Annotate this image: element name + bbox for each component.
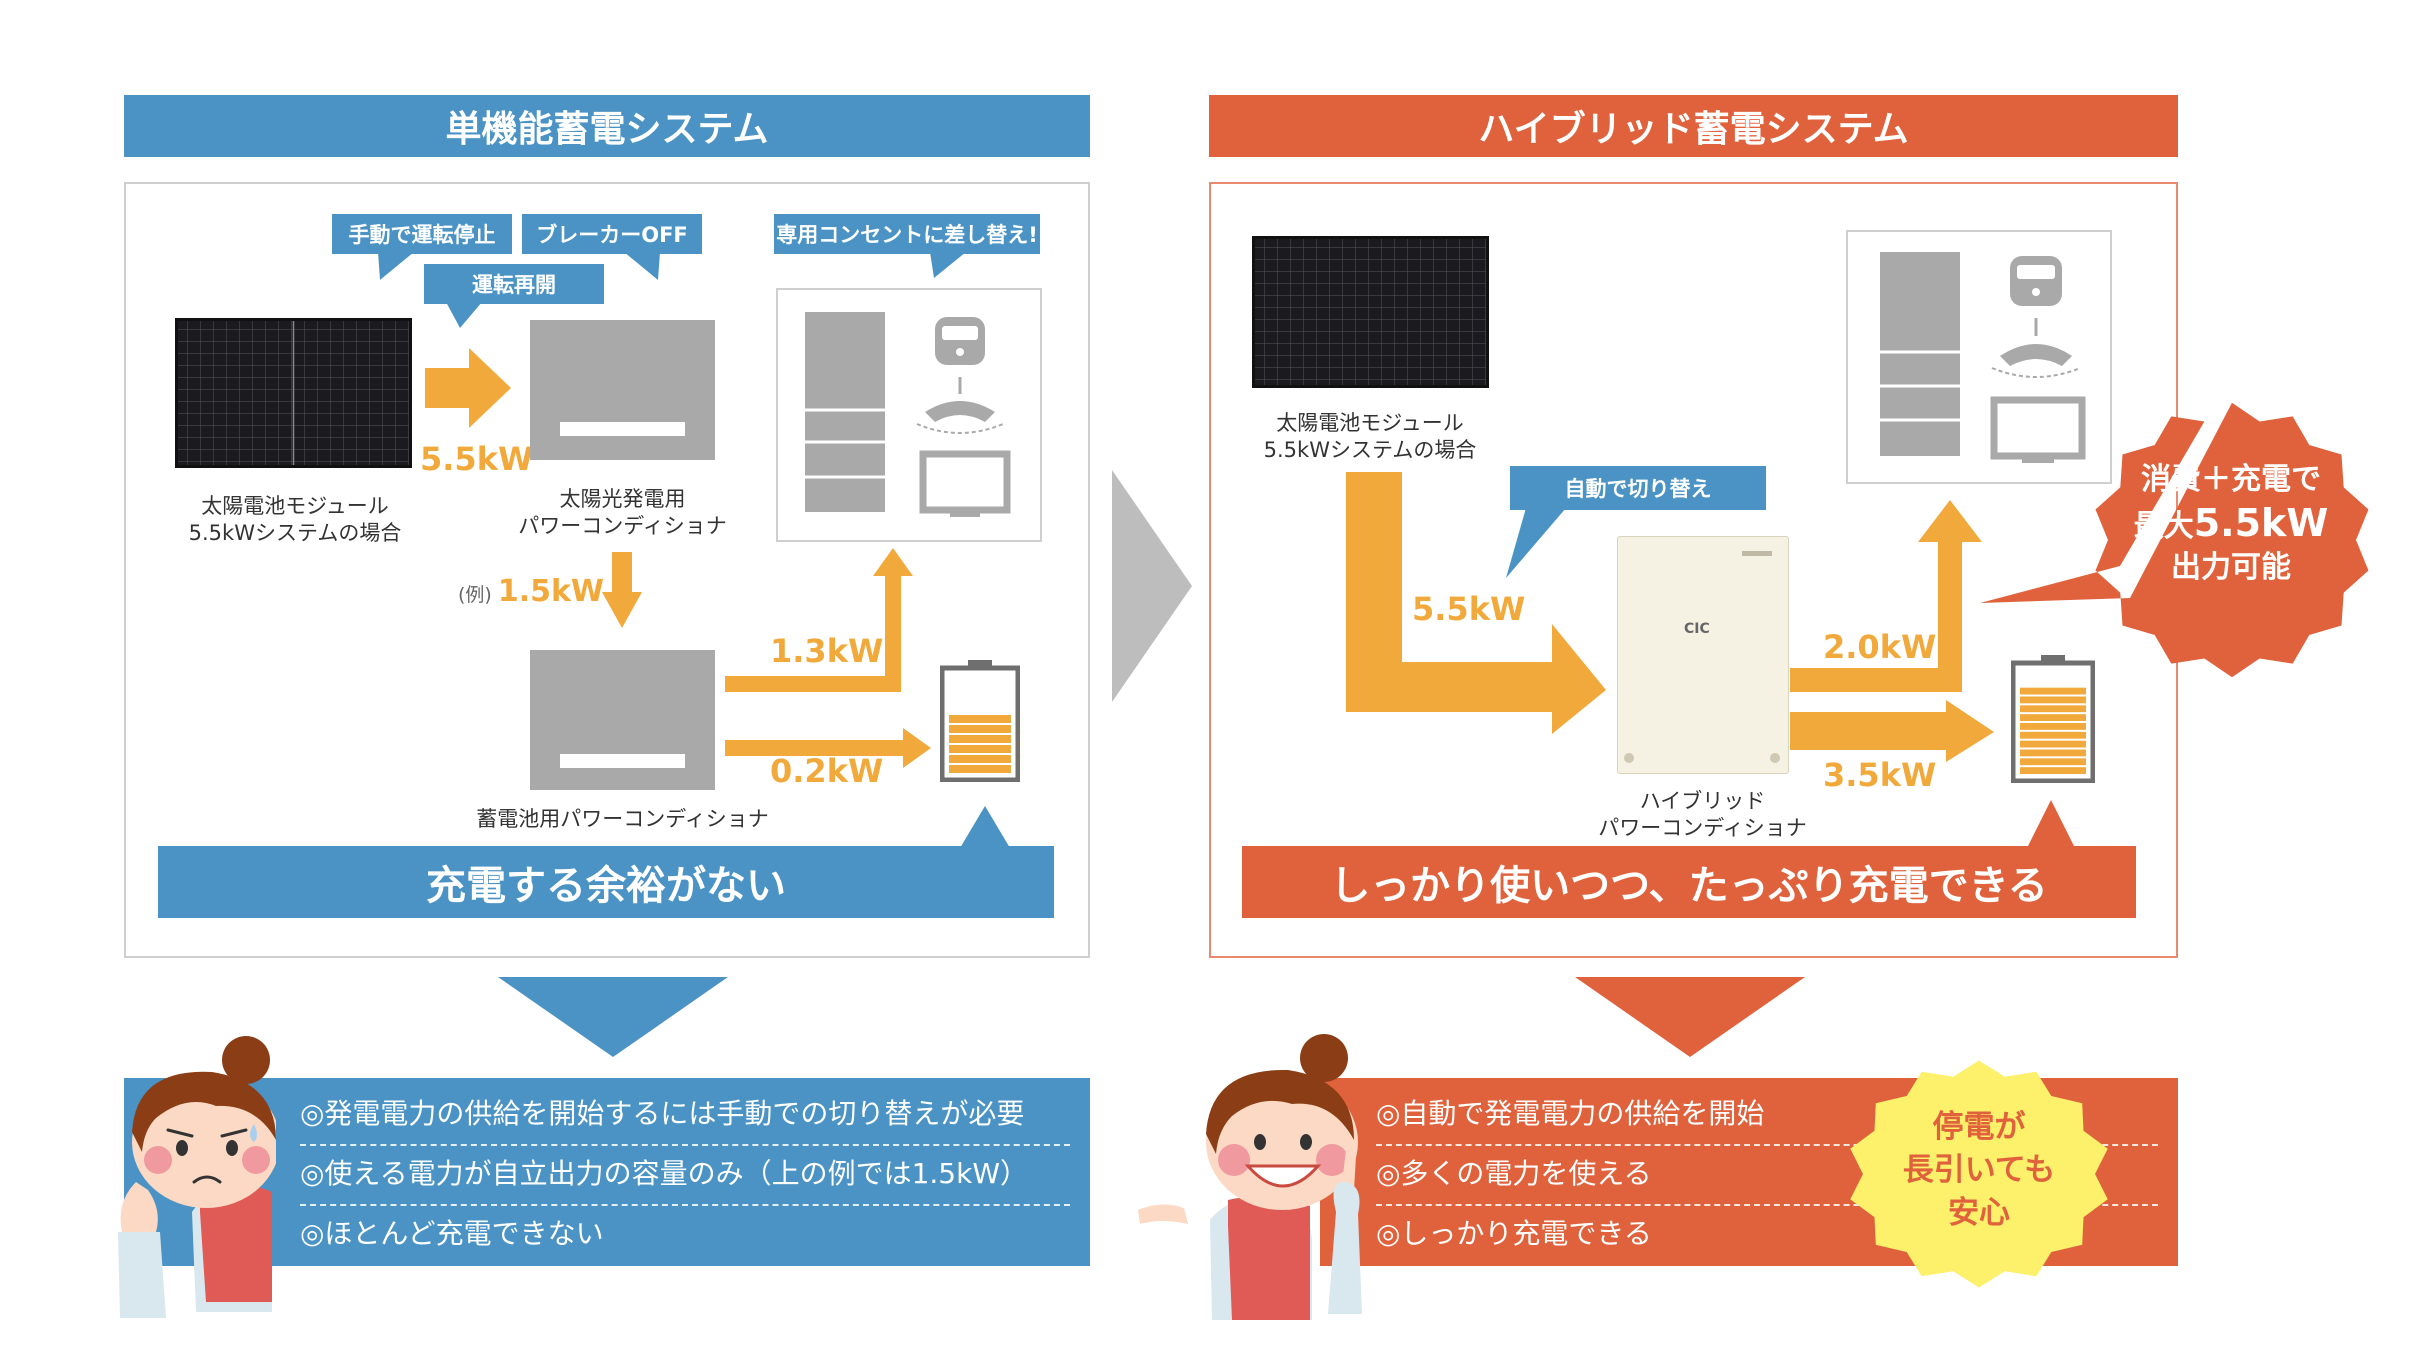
left-points-block: ◎発電電力の供給を開始するには手動での切り替えが必要 ◎使える電力が自立出力の容… <box>124 1078 1090 1266</box>
battery-charge-segment <box>949 765 1011 773</box>
left-solar-caption: 太陽電池モジュール 5.5kWシステムの場合 <box>188 494 402 546</box>
battery-charge-segment <box>2020 705 2086 713</box>
right-result-banner: しっかり使いつつ、たっぷり充電できる <box>1242 846 2136 918</box>
right-point-2: ◎多くの電力を使える <box>1376 1157 1652 1190</box>
left-down-arrow <box>602 552 642 628</box>
tag-auto-switch: 自動で切り替え <box>1510 466 1766 510</box>
left-example-output: (例)1.5kW <box>458 574 605 609</box>
tag-restart-pointer <box>446 302 482 328</box>
yellow-reassurance-burst <box>1850 1060 2108 1288</box>
tag-manual-stop-pointer <box>378 252 414 280</box>
left-point-2: ◎使える電力が自立出力の容量のみ（上の例では1.5kW） <box>300 1157 1029 1190</box>
left-solar-arrow <box>425 348 511 428</box>
burst-text: 消費＋充電で 最大5.5kW 出力可能 <box>2133 462 2329 586</box>
battery-charge-segment <box>2020 740 2086 748</box>
left-kw-battery: 0.2kW <box>770 752 884 790</box>
right-kw-appliances: 2.0kW <box>1823 628 1937 666</box>
right-banner-pointer <box>2026 800 2076 850</box>
left-panel-title: 単機能蓄電システム <box>124 95 1090 157</box>
tag-breaker-off: ブレーカーOFF <box>522 214 702 254</box>
right-point-3: ◎しっかり充電できる <box>1376 1217 1652 1250</box>
battery-charge-segment <box>2020 731 2086 739</box>
battery-charge-segment <box>949 735 1011 743</box>
right-solar-arrow <box>1346 472 1606 734</box>
right-kw-solar: 5.5kW <box>1412 590 1526 628</box>
right-kw-battery: 3.5kW <box>1823 756 1937 794</box>
left-result-banner: 充電する余裕がない <box>158 846 1054 918</box>
solar-power-conditioner <box>530 320 715 460</box>
battery-charge-segment <box>2020 767 2086 774</box>
left-battery-icon <box>940 660 1020 782</box>
hybrid-pcs-caption: ハイブリッド パワーコンディショナ <box>1598 789 1807 841</box>
right-solar-panel-icon <box>1252 236 1489 388</box>
right-point-1: ◎自動で発電電力の供給を開始 <box>1376 1097 1765 1130</box>
right-down-triangle <box>1575 977 1805 1057</box>
tag-outlet-switch: 専用コンセントに差し替え! <box>774 214 1040 254</box>
right-appliances-icon <box>1880 252 2086 463</box>
worried-woman-illustration <box>118 1036 276 1318</box>
right-panel-title: ハイブリッド蓄電システム <box>1209 95 2178 157</box>
battery-charge-segment <box>2020 696 2086 704</box>
battery-power-conditioner <box>530 650 715 790</box>
tag-outlet-switch-pointer <box>930 252 966 278</box>
battery-charge-segment <box>2020 687 2086 695</box>
left-down-triangle <box>498 977 728 1057</box>
left-banner-pointer <box>960 806 1010 848</box>
battery-charge-segment <box>2020 723 2086 730</box>
battery-charge-segment <box>949 745 1011 753</box>
pcs-brand-label: CIC <box>1684 621 1710 637</box>
battery-charge-segment <box>949 755 1011 763</box>
left-output-arrows <box>725 548 931 768</box>
battery-charge-segment <box>2020 758 2086 766</box>
battery-pcs-caption: 蓄電池用パワーコンディショナ <box>476 807 769 831</box>
left-kw-appliances: 1.3kW <box>770 632 884 670</box>
tag-manual-stop: 手動で運転停止 <box>332 214 512 254</box>
burst-speech-bubble <box>1980 402 2369 678</box>
hybrid-power-conditioner: CIC <box>1617 536 1789 774</box>
center-chevron-arrow <box>1112 470 1192 702</box>
left-kw-solar: 5.5kW <box>420 440 534 478</box>
battery-charge-segment <box>949 715 1011 723</box>
battery-charge-segment <box>949 725 1011 733</box>
right-battery-icon <box>2011 655 2095 783</box>
right-output-arrows <box>1790 500 1994 762</box>
solar-pcs-caption: 太陽光発電用 パワーコンディショナ <box>518 487 727 539</box>
happy-woman-illustration <box>1138 1034 1362 1320</box>
tag-auto-switch-pointer <box>1506 508 1566 578</box>
tag-restart: 運転再開 <box>424 264 604 304</box>
right-solar-caption: 太陽電池モジュール 5.5kWシステムの場合 <box>1263 411 1477 463</box>
battery-charge-segment <box>2020 749 2086 757</box>
left-point-3: ◎ほとんど充電できない <box>300 1217 604 1250</box>
left-solar-panel-icon <box>175 318 412 468</box>
left-appliances-icon <box>805 312 1011 517</box>
yellow-reassurance-text: 停電が 長引いても 安心 <box>1902 1109 2056 1231</box>
battery-charge-segment <box>2020 714 2086 721</box>
tag-breaker-off-pointer <box>624 252 660 280</box>
left-point-1: ◎発電電力の供給を開始するには手動での切り替えが必要 <box>300 1097 1025 1130</box>
